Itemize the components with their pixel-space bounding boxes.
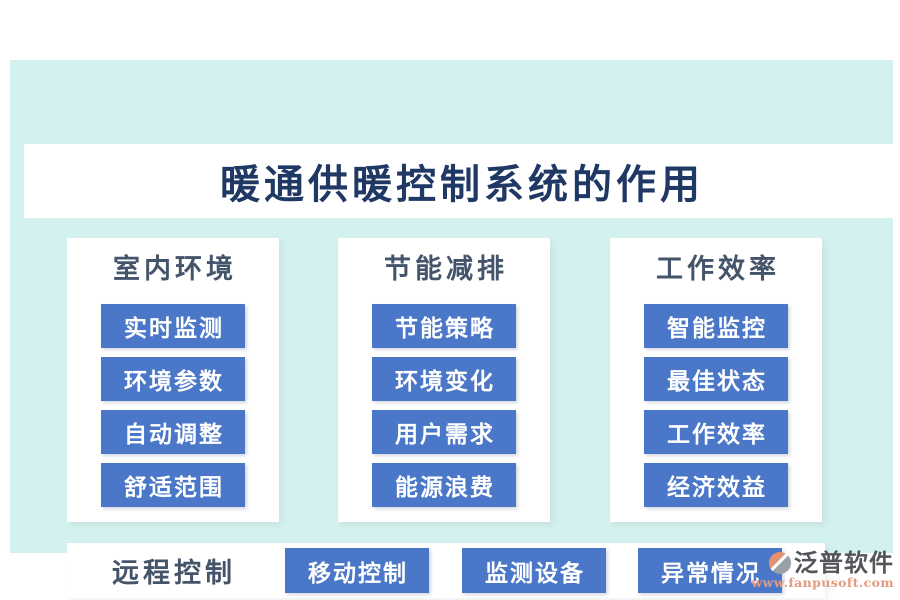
tile-mobile-control[interactable]: 移动控制 [285, 548, 429, 593]
card-energy-saving: 节能减排 节能策略 环境变化 用户需求 能源浪费 [338, 238, 550, 522]
brand-name: 泛普软件 [794, 548, 894, 577]
tile-work-efficiency[interactable]: 工作效率 [644, 410, 788, 454]
card-header-indoor-environment: 室内环境 [113, 254, 237, 285]
card-indoor-environment: 室内环境 实时监测 环境参数 自动调整 舒适范围 [67, 238, 279, 522]
tile-energy-strategy[interactable]: 节能策略 [372, 304, 516, 348]
tile-user-demand[interactable]: 用户需求 [372, 410, 516, 454]
page-title: 暖通供暖控制系统的作用 [220, 161, 704, 208]
brand-row: 泛普软件 [769, 551, 894, 575]
tile-monitoring-devices[interactable]: 监测设备 [462, 548, 606, 593]
tile-auto-adjustment[interactable]: 自动调整 [101, 410, 245, 454]
remote-control-bar: 远程控制 移动控制 监测设备 异常情况 [67, 543, 825, 598]
tile-energy-waste[interactable]: 能源浪费 [372, 463, 516, 507]
card-work-efficiency: 工作效率 智能监控 最佳状态 工作效率 经济效益 [610, 238, 822, 522]
tile-comfort-range[interactable]: 舒适范围 [101, 463, 245, 507]
tile-environment-parameters[interactable]: 环境参数 [101, 357, 245, 401]
tile-abnormal-situations[interactable]: 异常情况 [638, 548, 782, 593]
tile-economic-benefit[interactable]: 经济效益 [644, 463, 788, 507]
fanpu-logo-icon [769, 552, 791, 574]
brand-url-link[interactable]: www.fanpusoft.com [751, 575, 894, 590]
card-header-energy-saving: 节能减排 [384, 254, 508, 285]
remote-control-label: 远程控制 [112, 558, 236, 589]
brand-footer: 泛普软件 www.fanpusoft.com [751, 551, 894, 590]
tile-smart-monitoring[interactable]: 智能监控 [644, 304, 788, 348]
tile-optimal-state[interactable]: 最佳状态 [644, 357, 788, 401]
title-band: 暖通供暖控制系统的作用 [24, 144, 896, 218]
tile-environment-change[interactable]: 环境变化 [372, 357, 516, 401]
card-header-work-efficiency: 工作效率 [656, 254, 780, 285]
tile-realtime-monitoring[interactable]: 实时监测 [101, 304, 245, 348]
diagram-background-panel: 暖通供暖控制系统的作用 室内环境 实时监测 环境参数 自动调整 舒适范围 节能减… [10, 60, 896, 598]
